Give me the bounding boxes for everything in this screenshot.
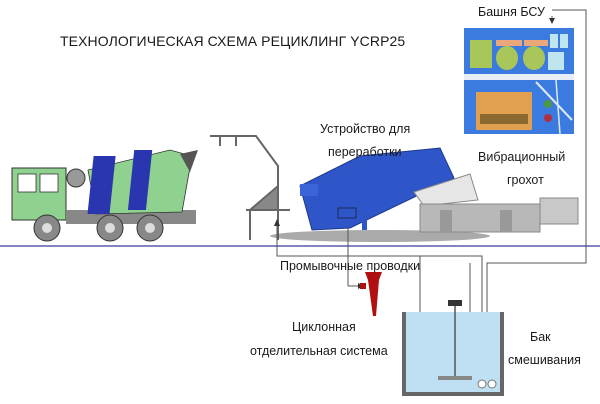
label-vibrating-screen-1: Вибрационный bbox=[478, 150, 566, 164]
diagram-title: ТЕХНОЛОГИЧЕСКАЯ СХЕМА РЕЦИКЛИНГ YCRP25 bbox=[60, 33, 406, 49]
label-vibrating-screen-2: грохот bbox=[507, 173, 544, 187]
bsu-tower-illustration bbox=[464, 28, 574, 135]
label-processing-device-1: Устройство для bbox=[320, 122, 411, 136]
label-mixing-tank-1: Бак bbox=[530, 330, 551, 344]
label-bsu-tower: Башня БСУ bbox=[478, 5, 545, 19]
label-cyclone-2: отделительная система bbox=[250, 344, 388, 358]
mixing-tank bbox=[402, 300, 504, 396]
label-processing-device-2: переработки bbox=[328, 145, 402, 159]
arrow-down-icon bbox=[549, 18, 555, 24]
label-washing-pipes: Промывочные проводки bbox=[280, 259, 421, 273]
cyclone-separator bbox=[360, 272, 382, 316]
label-cyclone-1: Циклонная bbox=[292, 320, 356, 334]
feed-hopper bbox=[210, 135, 290, 240]
processing-drum bbox=[270, 147, 490, 242]
arrow-up-icon bbox=[274, 219, 280, 226]
concrete-mixer-truck bbox=[11, 149, 198, 242]
vibrating-screen bbox=[413, 173, 579, 233]
label-mixing-tank-2: смешивания bbox=[508, 353, 581, 367]
